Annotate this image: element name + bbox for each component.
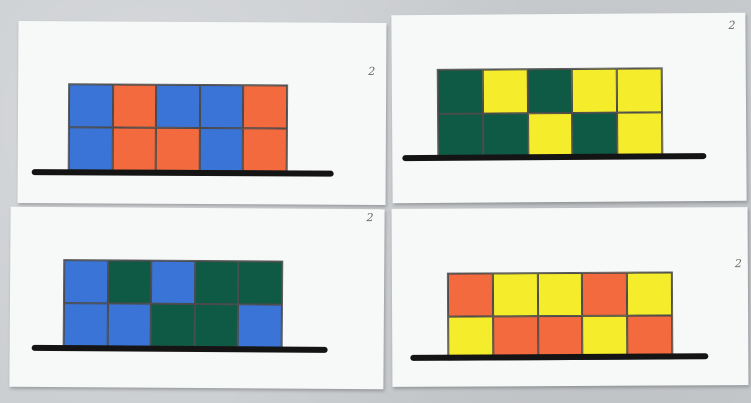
blue-block (200, 85, 244, 128)
block-grid (437, 67, 664, 159)
yellow-block (617, 112, 662, 156)
green-block (194, 304, 238, 347)
yellow-block (493, 273, 538, 316)
green-block (151, 304, 195, 347)
blue-block (238, 304, 282, 347)
pattern-card-bottom-left: 2 (9, 207, 384, 390)
orange-block (112, 128, 156, 171)
orange-block (493, 316, 538, 359)
block-grid (68, 83, 288, 172)
base-line (32, 345, 328, 353)
card-number: 2 (368, 65, 375, 78)
green-block (238, 261, 282, 304)
orange-block (243, 85, 287, 128)
blue-block (156, 85, 200, 128)
green-block (483, 113, 528, 157)
yellow-block (448, 316, 493, 359)
orange-block (448, 273, 493, 316)
yellow-block (627, 272, 672, 315)
blue-block (151, 261, 195, 304)
blue-block (64, 303, 108, 346)
card-number: 2 (367, 211, 374, 224)
yellow-block (582, 316, 627, 359)
block-grid (63, 259, 284, 349)
pattern-card-bottom-right: 2 (392, 207, 749, 387)
card-number: 2 (728, 19, 735, 32)
card-number: 2 (735, 257, 742, 270)
blue-block (69, 84, 113, 127)
base-line (402, 153, 706, 161)
yellow-block (528, 113, 573, 157)
green-block (195, 261, 239, 304)
base-line (410, 353, 708, 361)
yellow-block (537, 273, 582, 316)
green-block (527, 69, 572, 113)
block-grid (447, 271, 673, 360)
yellow-block (617, 68, 662, 112)
blue-block (64, 260, 108, 303)
orange-block (582, 273, 627, 316)
base-line (32, 169, 334, 177)
orange-block (243, 128, 287, 171)
pattern-card-top-left: 2 (18, 21, 387, 205)
yellow-block (572, 69, 617, 113)
green-block (438, 114, 483, 158)
blue-block (107, 303, 151, 346)
blue-block (199, 128, 243, 171)
orange-block (538, 316, 583, 359)
green-block (572, 113, 617, 157)
orange-block (113, 85, 157, 128)
orange-block (156, 128, 200, 171)
yellow-block (483, 69, 528, 113)
blue-block (69, 127, 113, 170)
pattern-card-top-right: 2 (391, 13, 746, 203)
green-block (438, 70, 483, 114)
green-block (108, 260, 152, 303)
orange-block (627, 315, 672, 358)
